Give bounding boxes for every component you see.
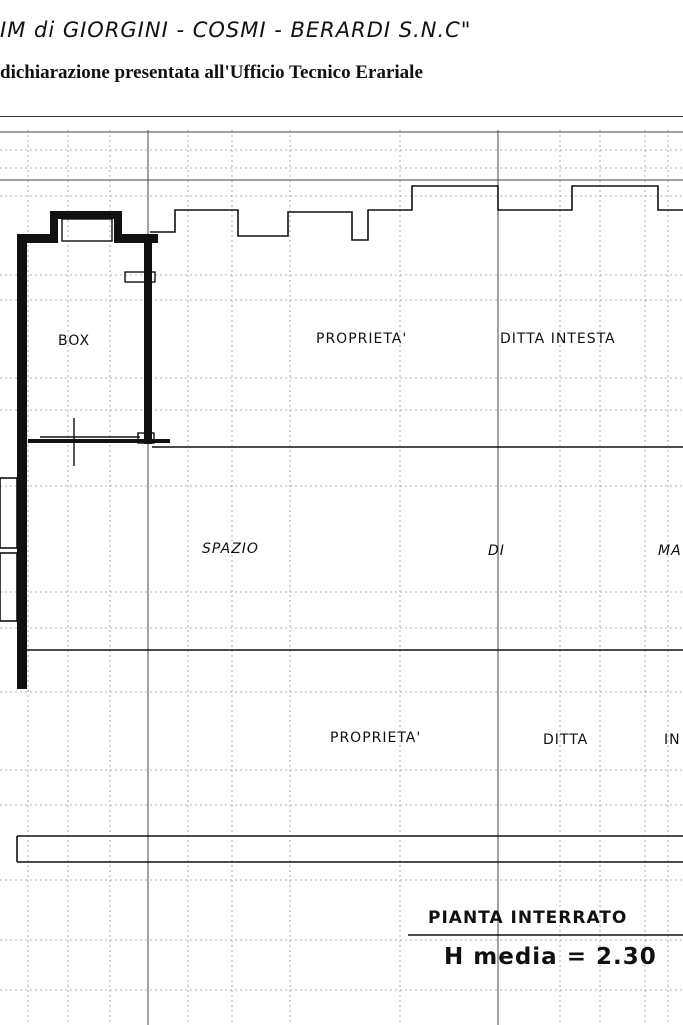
grid-lines — [0, 130, 683, 1025]
label-box: BOX — [58, 333, 91, 349]
label-di: DI — [488, 543, 505, 559]
property-outline-top — [150, 185, 683, 241]
company-header: IM di GIORGINI - COSMI - BERARDI S.N.C" — [0, 18, 472, 42]
label-spazio: SPAZIO — [202, 541, 259, 557]
label-ditta-lower: DITTA — [543, 732, 589, 748]
height-note: H media = 2.30 — [444, 944, 657, 970]
plan-title: PIANTA INTERRATO — [428, 908, 628, 928]
strip-lines — [16, 446, 683, 863]
main-grid-lines — [0, 130, 683, 1025]
label-ditta-upper: DITTA INTESTA — [500, 331, 616, 347]
header-separator — [0, 116, 683, 117]
left-openings — [0, 477, 18, 622]
box-details — [40, 218, 156, 466]
label-property-upper: PROPRIETA' — [316, 331, 408, 347]
declaration-subheader: dichiarazione presentata all'Ufficio Tec… — [0, 62, 423, 83]
label-in-lower: IN — [664, 732, 681, 748]
label-ma: MA — [658, 543, 682, 559]
box-walls — [17, 211, 170, 689]
label-property-lower: PROPRIETA' — [330, 730, 422, 746]
